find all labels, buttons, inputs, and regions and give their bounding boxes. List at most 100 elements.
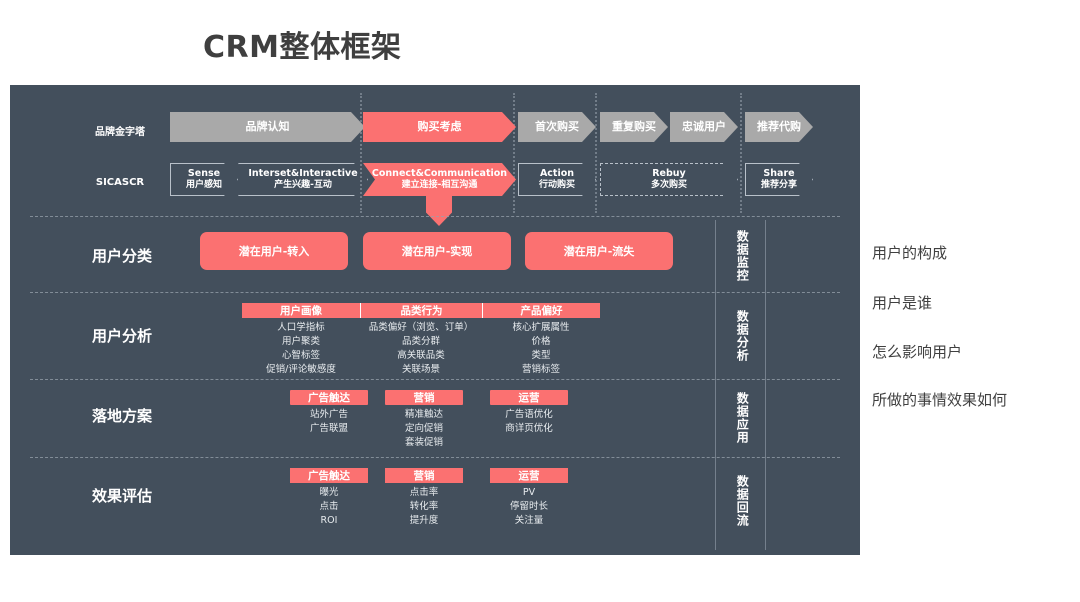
- list-item: 品类偏好（浏览、订单）: [368, 322, 474, 333]
- row-label-implementation-plan: 落地方案: [91, 407, 152, 425]
- analysis-head-category-behavior[interactable]: 品类行为: [360, 303, 482, 318]
- analysis-head-label: 产品偏好: [520, 305, 563, 317]
- stage-separator-1: [360, 93, 362, 213]
- row-label-user-analysis: 用户分析: [91, 327, 152, 345]
- stage-arrow-label: 推荐代购: [757, 119, 801, 133]
- sicascr-stage-cn: 多次购买: [650, 179, 687, 190]
- list-item: 精准触达: [404, 409, 443, 420]
- list-item: 点击: [319, 501, 339, 512]
- segment-pill-label: 潜在用户-实现: [401, 245, 473, 258]
- flow-down-arrow-icon: [426, 196, 452, 226]
- list-item: ROI: [320, 515, 338, 526]
- row-separator-4: [30, 457, 840, 458]
- sicascr-stage-en: Share: [763, 167, 795, 179]
- list-item: 套装促销: [404, 437, 443, 448]
- sicascr-stage-rebuy[interactable]: Rebuy 多次购买: [600, 163, 738, 196]
- page-title: CRM整体框架: [203, 30, 402, 65]
- sicascr-stage-cn: 行动购买: [538, 179, 575, 190]
- segment-pill-potential-inflow[interactable]: 潜在用户-转入: [200, 232, 348, 270]
- list-item: 站外广告: [309, 409, 348, 420]
- stage-arrow-referral-purchase[interactable]: 推荐代购: [745, 112, 813, 142]
- stage-arrow-label: 重复购买: [612, 119, 656, 133]
- stage-arrow-label: 首次购买: [535, 119, 579, 133]
- sicascr-stage-share[interactable]: Share 推荐分享: [745, 163, 813, 196]
- list-item: 停留时长: [509, 501, 548, 512]
- plan-head-label: 营销: [413, 392, 435, 404]
- sicascr-stage-en: Sense: [187, 167, 221, 179]
- list-item: 价格: [531, 336, 551, 347]
- right-label-data-monitoring: 数据监控: [735, 230, 750, 282]
- list-item: 提升度: [409, 515, 439, 526]
- list-item: 点击率: [409, 487, 439, 498]
- plan-list-ad-reach: 站外广告 广告联盟: [290, 408, 368, 436]
- analysis-head-label: 品类行为: [400, 305, 443, 317]
- right-label-data-feedback: 数据回流: [735, 475, 750, 527]
- eval-head-label: 运营: [518, 470, 540, 482]
- note-how-to-influence-user: 怎么影响用户: [872, 343, 963, 361]
- stage-arrow-loyal-user[interactable]: 忠诚用户: [670, 112, 738, 142]
- stage-separator-2: [513, 93, 515, 213]
- sicascr-stage-interest[interactable]: Interset&Interactive 产生兴趣-互动: [238, 163, 368, 196]
- sicascr-stage-action[interactable]: Action 行动购买: [518, 163, 596, 196]
- row-separator-1: [30, 216, 840, 217]
- list-item: 营销标签: [521, 364, 560, 375]
- stage-arrow-label: 忠诚用户: [682, 119, 726, 133]
- plan-head-label: 运营: [518, 392, 540, 404]
- right-column-divider: [715, 220, 716, 550]
- plan-head-operations[interactable]: 运营: [490, 390, 568, 405]
- framework-panel: 品牌金字塔 品牌认知 购买考虑 首次购买 重复购买 忠诚用户 推荐代购 SICA…: [10, 85, 860, 555]
- note-user-composition: 用户的构成: [872, 244, 948, 262]
- sicascr-stage-en: Connect&Communication: [371, 167, 508, 179]
- list-item: 品类分群: [401, 336, 440, 347]
- eval-head-label: 广告触达: [308, 470, 350, 482]
- sicascr-stage-en: Interset&Interactive: [248, 167, 358, 179]
- list-item: 定向促销: [404, 423, 443, 434]
- stage-separator-3: [595, 93, 597, 213]
- row-separator-3: [30, 379, 840, 380]
- eval-head-ad-reach[interactable]: 广告触达: [290, 468, 368, 483]
- right-label-data-application: 数据应用: [735, 392, 750, 444]
- segment-pill-potential-converted[interactable]: 潜在用户-实现: [363, 232, 511, 270]
- analysis-head-user-profile[interactable]: 用户画像: [242, 303, 360, 318]
- stage-arrow-label: 购买考虑: [417, 119, 462, 133]
- analysis-list-category-behavior: 品类偏好（浏览、订单） 品类分群 高关联品类 关联场景: [360, 321, 482, 377]
- plan-head-marketing[interactable]: 营销: [385, 390, 463, 405]
- sicascr-stage-cn: 产生兴趣-互动: [274, 179, 332, 190]
- sicascr-stage-cn: 用户感知: [185, 179, 222, 190]
- analysis-head-product-preference[interactable]: 产品偏好: [482, 303, 600, 318]
- list-item: 转化率: [409, 501, 439, 512]
- sicascr-stage-cn: 建立连接-相互沟通: [401, 179, 478, 190]
- list-item: 人口学指标: [277, 322, 325, 333]
- stage-arrow-label: 品牌认知: [245, 119, 290, 133]
- sicascr-stage-sense[interactable]: Sense 用户感知: [170, 163, 238, 196]
- sicascr-stage-connect[interactable]: Connect&Communication 建立连接-相互沟通: [363, 163, 516, 196]
- sicascr-stage-en: Action: [539, 167, 575, 179]
- list-item: 心智标签: [281, 350, 320, 361]
- plan-head-ad-reach[interactable]: 广告触达: [290, 390, 368, 405]
- eval-list-operations: PV 停留时长 关注量: [490, 486, 568, 528]
- stage-arrow-repeat-purchase[interactable]: 重复购买: [600, 112, 668, 142]
- stage-arrow-purchase-consideration[interactable]: 购买考虑: [363, 112, 516, 142]
- eval-head-operations[interactable]: 运营: [490, 468, 568, 483]
- row-separator-2: [30, 292, 840, 293]
- stage-arrow-first-purchase[interactable]: 首次购买: [518, 112, 596, 142]
- segment-pill-potential-churned[interactable]: 潜在用户-流失: [525, 232, 673, 270]
- eval-head-marketing[interactable]: 营销: [385, 468, 463, 483]
- right-column-divider-2: [765, 220, 766, 550]
- analysis-list-product-preference: 核心扩展属性 价格 类型 营销标签: [482, 321, 600, 377]
- segment-pill-label: 潜在用户-转入: [238, 245, 310, 258]
- note-who-is-user: 用户是谁: [872, 294, 933, 312]
- list-item: 核心扩展属性: [512, 322, 570, 333]
- row-label-user-segmentation: 用户分类: [91, 247, 152, 265]
- plan-list-marketing: 精准触达 定向促销 套装促销: [385, 408, 463, 450]
- sicascr-stage-cn: 推荐分享: [760, 179, 797, 190]
- list-item: PV: [522, 487, 536, 498]
- stage-arrow-brand-awareness[interactable]: 品牌认知: [170, 112, 365, 142]
- list-item: 曝光: [319, 487, 339, 498]
- eval-list-ad-reach: 曝光 点击 ROI: [290, 486, 368, 528]
- plan-list-operations: 广告语优化 商详页优化: [490, 408, 568, 436]
- segment-pill-label: 潜在用户-流失: [563, 245, 635, 258]
- list-item: 关注量: [514, 515, 544, 526]
- list-item: 关联场景: [401, 364, 440, 375]
